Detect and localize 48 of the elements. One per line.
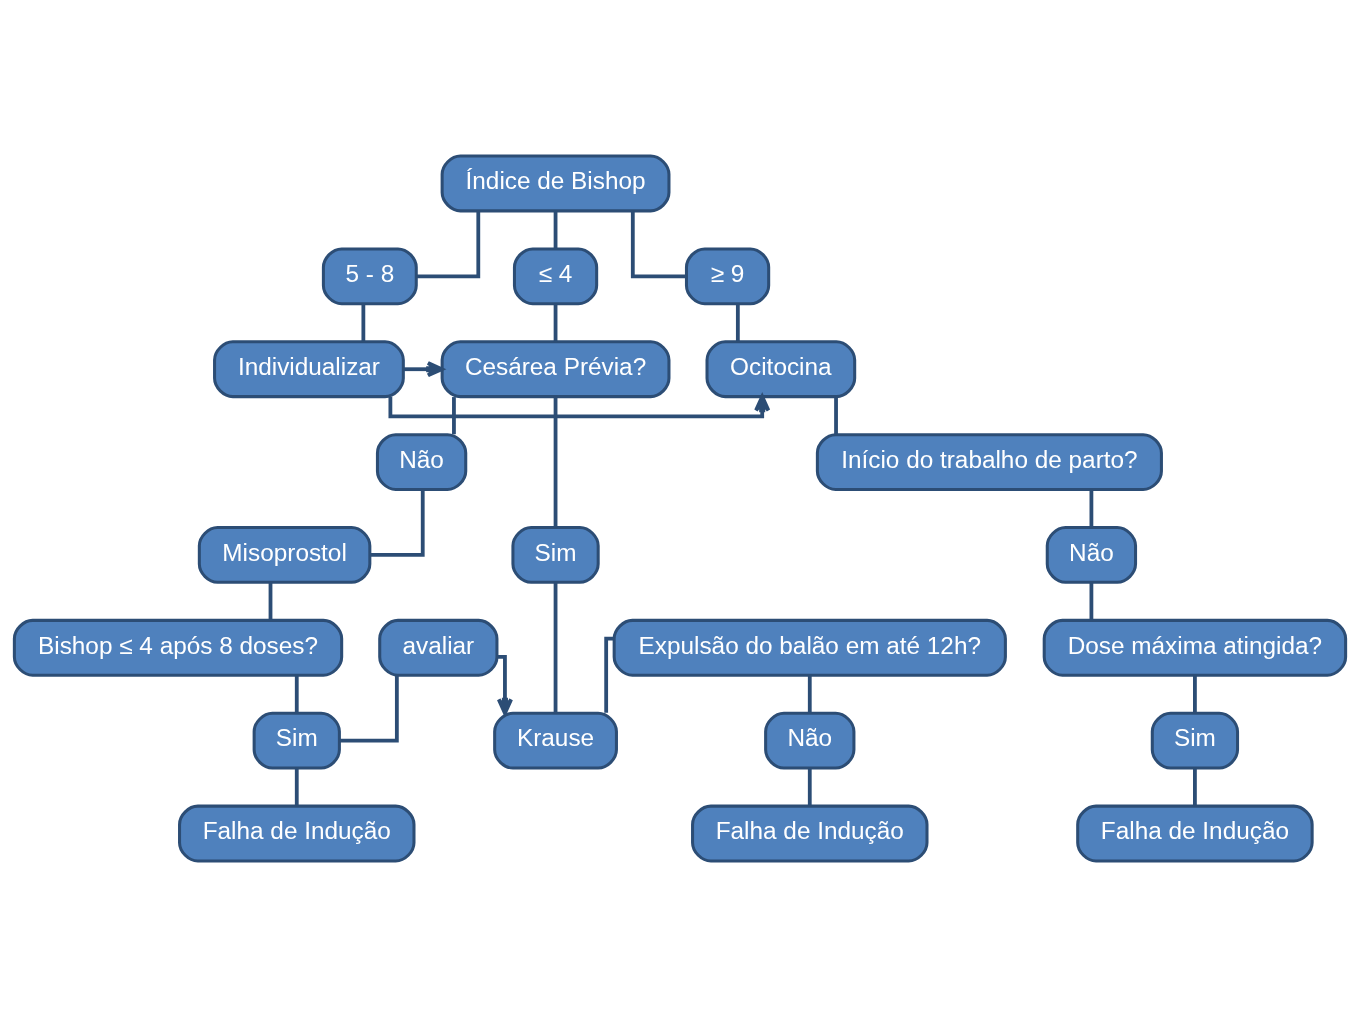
arrow [496,654,513,715]
connector [1089,489,1094,527]
connector [361,303,366,341]
connector [630,210,687,278]
node-box: Sim [252,711,341,770]
node-box: Falha de Indução [1076,804,1314,862]
node-box: Falha de Indução [178,804,416,862]
node-box: Sim [1150,711,1240,770]
node-box: Expulsão do balão em até 12h? [612,618,1007,677]
connector [807,675,812,713]
node-box: Não [1045,525,1138,584]
connector [807,768,812,806]
connector [834,396,838,434]
node-box: Falha de Indução [691,804,929,862]
node-box: Ocitocina [705,339,857,398]
node-box: avaliar [378,618,499,677]
connector [370,489,425,557]
node-box: Bishop ≤ 4 após 8 doses? [12,618,344,677]
connector [553,303,558,341]
node-box: Cesárea Prévia? [440,339,671,398]
node-box: Início do trabalho de parto? [815,432,1163,491]
connector [268,582,273,620]
node-box: Dose máxima atingida? [1042,618,1348,677]
node-box: Não [764,711,856,770]
node-box: Individualizar [213,339,405,398]
connector [339,675,399,743]
connector [553,396,558,527]
connector [294,675,299,713]
node-box: 5 - 8 [321,246,418,305]
arrow [403,360,444,377]
arrow [388,394,771,418]
connector [1193,675,1197,713]
node-box: Misoprostol [197,525,372,584]
connector [604,636,614,713]
connector [294,768,299,806]
connector [553,210,558,248]
node-box: Krause [493,711,618,770]
node-box: ≥ 9 [684,246,771,305]
node-box: Não [375,432,468,491]
connector [553,581,558,713]
node-box: ≤ 4 [512,246,599,305]
node-box: Índice de Bishop [440,154,671,212]
connector [416,210,481,278]
connector [1089,582,1094,620]
connector [1193,768,1197,806]
node-box: Sim [511,525,600,584]
connector [735,303,740,341]
connector [452,396,456,434]
